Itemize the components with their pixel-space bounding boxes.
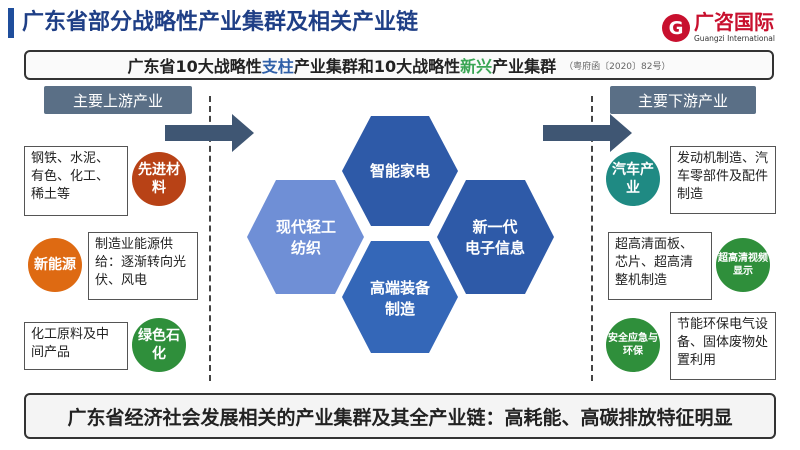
upstream-header: 主要上游产业: [44, 86, 192, 114]
downstream-desc-auto: 发动机制造、汽车零部件及配件制造: [670, 146, 776, 214]
banner-part1: 广东省10大战略性: [127, 57, 262, 76]
logo-name: 广咨国际: [694, 10, 774, 34]
industry-new-energy: 新能源: [28, 238, 82, 292]
industry-uhd-display: 超高清视频显示: [716, 238, 770, 292]
hex-advanced-equipment-label-1: 高端装备: [370, 279, 431, 297]
hex-electronics-label-2: 电子信息: [465, 239, 525, 257]
title-accent-bar: [8, 8, 14, 38]
right-flow-arrow: [543, 114, 632, 152]
banner-highlight-emerging: 新兴: [460, 57, 493, 76]
downstream-desc-display: 超高清面板、芯片、超高清整机制造: [608, 232, 712, 300]
industry-auto: 汽车产业: [606, 152, 660, 206]
banner-part3: 产业集群: [492, 57, 557, 76]
banner-part2: 产业集群和10大战略性: [293, 57, 461, 76]
downstream-desc-env: 节能环保电气设备、固体废物处置利用: [670, 312, 776, 380]
banner-reference: （粤府函〔2020〕82号）: [564, 61, 671, 72]
hex-electronics: [437, 180, 554, 294]
upstream-desc-petrochem: 化工原料及中间产品: [24, 322, 128, 370]
policy-banner: 广东省10大战略性支柱产业集群和10大战略性新兴产业集群 （粤府函〔2020〕8…: [24, 50, 774, 80]
hex-electronics-label-1: 新一代: [472, 218, 517, 236]
logo-subtitle: Guangzi International: [694, 34, 775, 43]
hex-light-industry: [247, 180, 364, 294]
left-divider: [209, 96, 211, 381]
hex-smart-appliances-label: 智能家电: [370, 162, 430, 180]
banner-highlight-pillar: 支柱: [261, 57, 294, 76]
industry-green-petrochem: 绿色石化: [132, 318, 186, 372]
conclusion-text: 广东省经济社会发展相关的产业集群及其全产业链：高耗能、高碳排放特征明显: [67, 406, 733, 429]
right-divider: [591, 96, 593, 381]
industry-safety-env: 安全应急与环保: [606, 318, 660, 372]
downstream-header: 主要下游产业: [610, 86, 756, 114]
hex-advanced-equipment-label-2: 制造: [385, 300, 415, 318]
hex-light-industry-label-1: 现代轻工: [276, 218, 336, 236]
industry-advanced-materials: 先进材料: [132, 152, 186, 206]
hex-advanced-equipment: [342, 241, 458, 353]
hex-light-industry-label-2: 纺织: [291, 239, 321, 257]
left-flow-arrow: [165, 114, 254, 152]
conclusion-banner: 广东省经济社会发展相关的产业集群及其全产业链：高耗能、高碳排放特征明显: [24, 393, 776, 439]
page-title: 广东省部分战略性产业集群及相关产业链: [22, 10, 419, 35]
logo-icon: G: [662, 14, 690, 42]
upstream-desc-energy: 制造业能源供给：逐渐转向光伏、风电: [88, 232, 198, 300]
banner-text: 广东省10大战略性支柱产业集群和10大战略性新兴产业集群: [128, 53, 557, 77]
hex-smart-appliances: [342, 116, 458, 226]
upstream-desc-materials: 钢铁、水泥、有色、化工、稀土等: [24, 146, 128, 216]
